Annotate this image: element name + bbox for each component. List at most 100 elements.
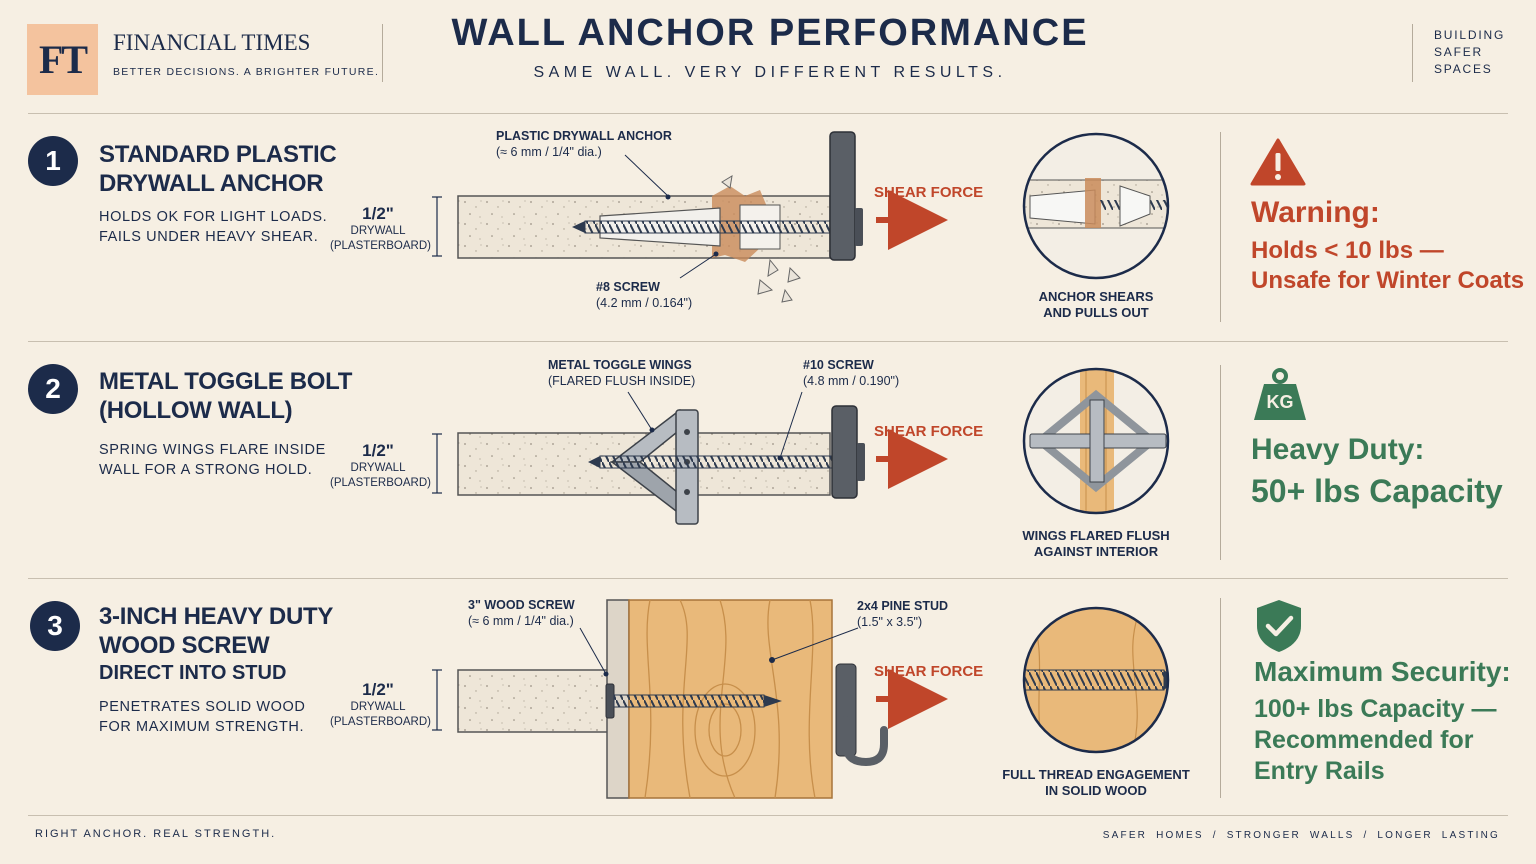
thickness-value: 1/2" bbox=[362, 680, 394, 699]
side-tag-line: SPACES bbox=[1434, 62, 1493, 76]
callout-line: (4.8 mm / 0.190") bbox=[803, 374, 900, 388]
callout-line: METAL TOGGLE WINGS bbox=[548, 358, 692, 372]
header-divider-left bbox=[382, 24, 383, 82]
thickness-label: DRYWALL bbox=[350, 462, 406, 474]
caption-line: AGAINST INTERIOR bbox=[1033, 544, 1159, 559]
thickness-value: 1/2" bbox=[362, 441, 394, 460]
row-title-line: STANDARD PLASTIC bbox=[99, 141, 337, 168]
row-title-line: DRYWALL ANCHOR bbox=[99, 170, 324, 197]
drywall-thickness: 1/2" DRYWALL (PLASTERBOARD) bbox=[330, 441, 431, 491]
caption-line: WINGS FLARED FLUSH bbox=[1022, 528, 1170, 543]
verdict-divider bbox=[1220, 132, 1221, 322]
row-title-line: (HOLLOW WALL) bbox=[99, 397, 293, 424]
thickness-label: DRYWALL bbox=[350, 225, 406, 237]
verdict-text: 100+ lbs Capacity — Recommended for Entr… bbox=[1254, 694, 1496, 787]
callout-wings: METAL TOGGLE WINGS (FLARED FLUSH INSIDE) bbox=[548, 357, 695, 389]
callout-line: PLASTIC DRYWALL ANCHOR bbox=[496, 129, 672, 143]
caption-line: FULL THREAD ENGAGEMENT bbox=[1002, 767, 1190, 782]
side-tagline: BUILDING SAFER SPACES bbox=[1434, 27, 1505, 78]
verdict-text: Holds < 10 lbs — Unsafe for Winter Coats bbox=[1251, 236, 1524, 296]
callout-line: 2x4 PINE STUD bbox=[857, 599, 949, 613]
divider bbox=[28, 815, 1508, 816]
row-desc-line: SPRING WINGS FLARE INSIDE bbox=[99, 442, 326, 458]
footer-right: SAFER HOMES / STRONGER WALLS / LONGER LA… bbox=[1102, 830, 1500, 841]
caption-line: AND PULLS OUT bbox=[1043, 305, 1149, 320]
thickness-label: (PLASTERBOARD) bbox=[330, 477, 431, 489]
verdict-divider bbox=[1220, 598, 1221, 798]
row-desc-line: HOLDS OK FOR LIGHT LOADS. bbox=[99, 209, 328, 225]
footer-left: RIGHT ANCHOR. REAL STRENGTH. bbox=[35, 828, 277, 840]
caption-line: ANCHOR SHEARS bbox=[1038, 289, 1154, 304]
shear-force-label: SHEAR FORCE bbox=[874, 423, 984, 440]
side-tag-line: BUILDING bbox=[1434, 28, 1506, 42]
caption-line: IN SOLID WOOD bbox=[1045, 783, 1147, 798]
step-number: 2 bbox=[28, 364, 78, 414]
drywall-thickness: 1/2" DRYWALL (PLASTERBOARD) bbox=[330, 204, 431, 254]
row-desc-line: FAILS UNDER HEAVY SHEAR. bbox=[99, 229, 319, 245]
thickness-label: (PLASTERBOARD) bbox=[330, 716, 431, 728]
page-title: WALL ANCHOR PERFORMANCE bbox=[451, 12, 1089, 54]
verdict-line: 100+ lbs Capacity — bbox=[1254, 695, 1497, 723]
divider bbox=[28, 113, 1508, 114]
row-title: 3-INCH HEAVY DUTY WOOD SCREW bbox=[99, 602, 333, 660]
callout-anchor: PLASTIC DRYWALL ANCHOR (≈ 6 mm / 1/4" di… bbox=[496, 128, 672, 160]
row-desc-line: PENETRATES SOLID WOOD bbox=[99, 699, 306, 715]
brand-name: FINANCIAL TIMES bbox=[113, 30, 311, 55]
divider bbox=[28, 341, 1508, 342]
page-subtitle: SAME WALL. VERY DIFFERENT RESULTS. bbox=[533, 64, 1007, 81]
step-number: 3 bbox=[30, 601, 80, 651]
verdict-line: Entry Rails bbox=[1254, 757, 1385, 785]
callout-stud: 2x4 PINE STUD (1.5" x 3.5") bbox=[857, 598, 948, 630]
callout-line: (4.2 mm / 0.164") bbox=[596, 296, 693, 310]
drywall-thickness: 1/2" DRYWALL (PLASTERBOARD) bbox=[330, 680, 431, 730]
row-title: METAL TOGGLE BOLT (HOLLOW WALL) bbox=[99, 367, 352, 425]
step-number: 1 bbox=[28, 136, 78, 186]
anchor-diagram-2 bbox=[432, 367, 1170, 525]
row-title-line: METAL TOGGLE BOLT bbox=[99, 368, 353, 395]
row-subtitle: DIRECT INTO STUD bbox=[99, 662, 287, 684]
verdict-divider bbox=[1220, 365, 1221, 560]
callout-screw: #10 SCREW (4.8 mm / 0.190") bbox=[803, 357, 899, 389]
callout-wood-screw: 3" WOOD SCREW (≈ 6 mm / 1/4" dia.) bbox=[468, 597, 575, 629]
row-description: PENETRATES SOLID WOOD FOR MAXIMUM STRENG… bbox=[99, 697, 306, 737]
ft-logo: FT bbox=[27, 24, 98, 95]
detail-caption: FULL THREAD ENGAGEMENT IN SOLID WOOD bbox=[986, 767, 1206, 799]
brand-tagline: BETTER DECISIONS. A BRIGHTER FUTURE. bbox=[113, 66, 380, 78]
anchor-diagram-1 bbox=[432, 131, 1170, 303]
row-description: HOLDS OK FOR LIGHT LOADS. FAILS UNDER HE… bbox=[99, 207, 327, 247]
verdict-heading: Warning: bbox=[1251, 196, 1380, 229]
callout-line: (≈ 6 mm / 1/4" dia.) bbox=[496, 145, 602, 159]
row-title-line: 3-INCH HEAVY DUTY bbox=[99, 603, 334, 630]
thickness-label: (PLASTERBOARD) bbox=[330, 240, 431, 252]
callout-line: #10 SCREW bbox=[803, 358, 874, 372]
row-title-line: WOOD SCREW bbox=[99, 632, 270, 659]
callout-line: (≈ 6 mm / 1/4" dia.) bbox=[468, 614, 574, 628]
warning-triangle-icon bbox=[1250, 138, 1306, 186]
weight-kg-icon: KG bbox=[1252, 366, 1308, 422]
divider bbox=[28, 578, 1508, 579]
verdict-line: Unsafe for Winter Coats bbox=[1251, 267, 1525, 294]
verdict-line: Holds < 10 lbs — bbox=[1251, 237, 1444, 264]
thickness-label: DRYWALL bbox=[350, 701, 406, 713]
callout-line: (1.5" x 3.5") bbox=[857, 615, 923, 629]
verdict-line: Recommended for bbox=[1254, 726, 1474, 754]
row-description: SPRING WINGS FLARE INSIDE WALL FOR A STR… bbox=[99, 440, 326, 480]
thickness-value: 1/2" bbox=[362, 204, 394, 223]
callout-line: (FLARED FLUSH INSIDE) bbox=[548, 374, 696, 388]
verdict-heading: Heavy Duty: bbox=[1251, 433, 1425, 466]
detail-caption: WINGS FLARED FLUSH AGAINST INTERIOR bbox=[996, 528, 1196, 560]
side-tag-line: SAFER bbox=[1434, 45, 1484, 59]
row-desc-line: FOR MAXIMUM STRENGTH. bbox=[99, 719, 305, 735]
callout-line: 3" WOOD SCREW bbox=[468, 598, 575, 612]
shield-check-icon bbox=[1257, 600, 1301, 652]
weight-kg-label: KG bbox=[1266, 392, 1294, 412]
verdict-heading: Maximum Security: bbox=[1254, 656, 1511, 687]
anchor-diagram-3 bbox=[432, 599, 1170, 799]
row-title: STANDARD PLASTIC DRYWALL ANCHOR bbox=[99, 140, 337, 198]
verdict-text: 50+ lbs Capacity bbox=[1251, 473, 1503, 509]
row-desc-line: WALL FOR A STRONG HOLD. bbox=[99, 462, 313, 478]
callout-screw: #8 SCREW (4.2 mm / 0.164") bbox=[596, 279, 692, 311]
shear-force-label: SHEAR FORCE bbox=[874, 663, 984, 680]
shear-force-label: SHEAR FORCE bbox=[874, 184, 984, 201]
